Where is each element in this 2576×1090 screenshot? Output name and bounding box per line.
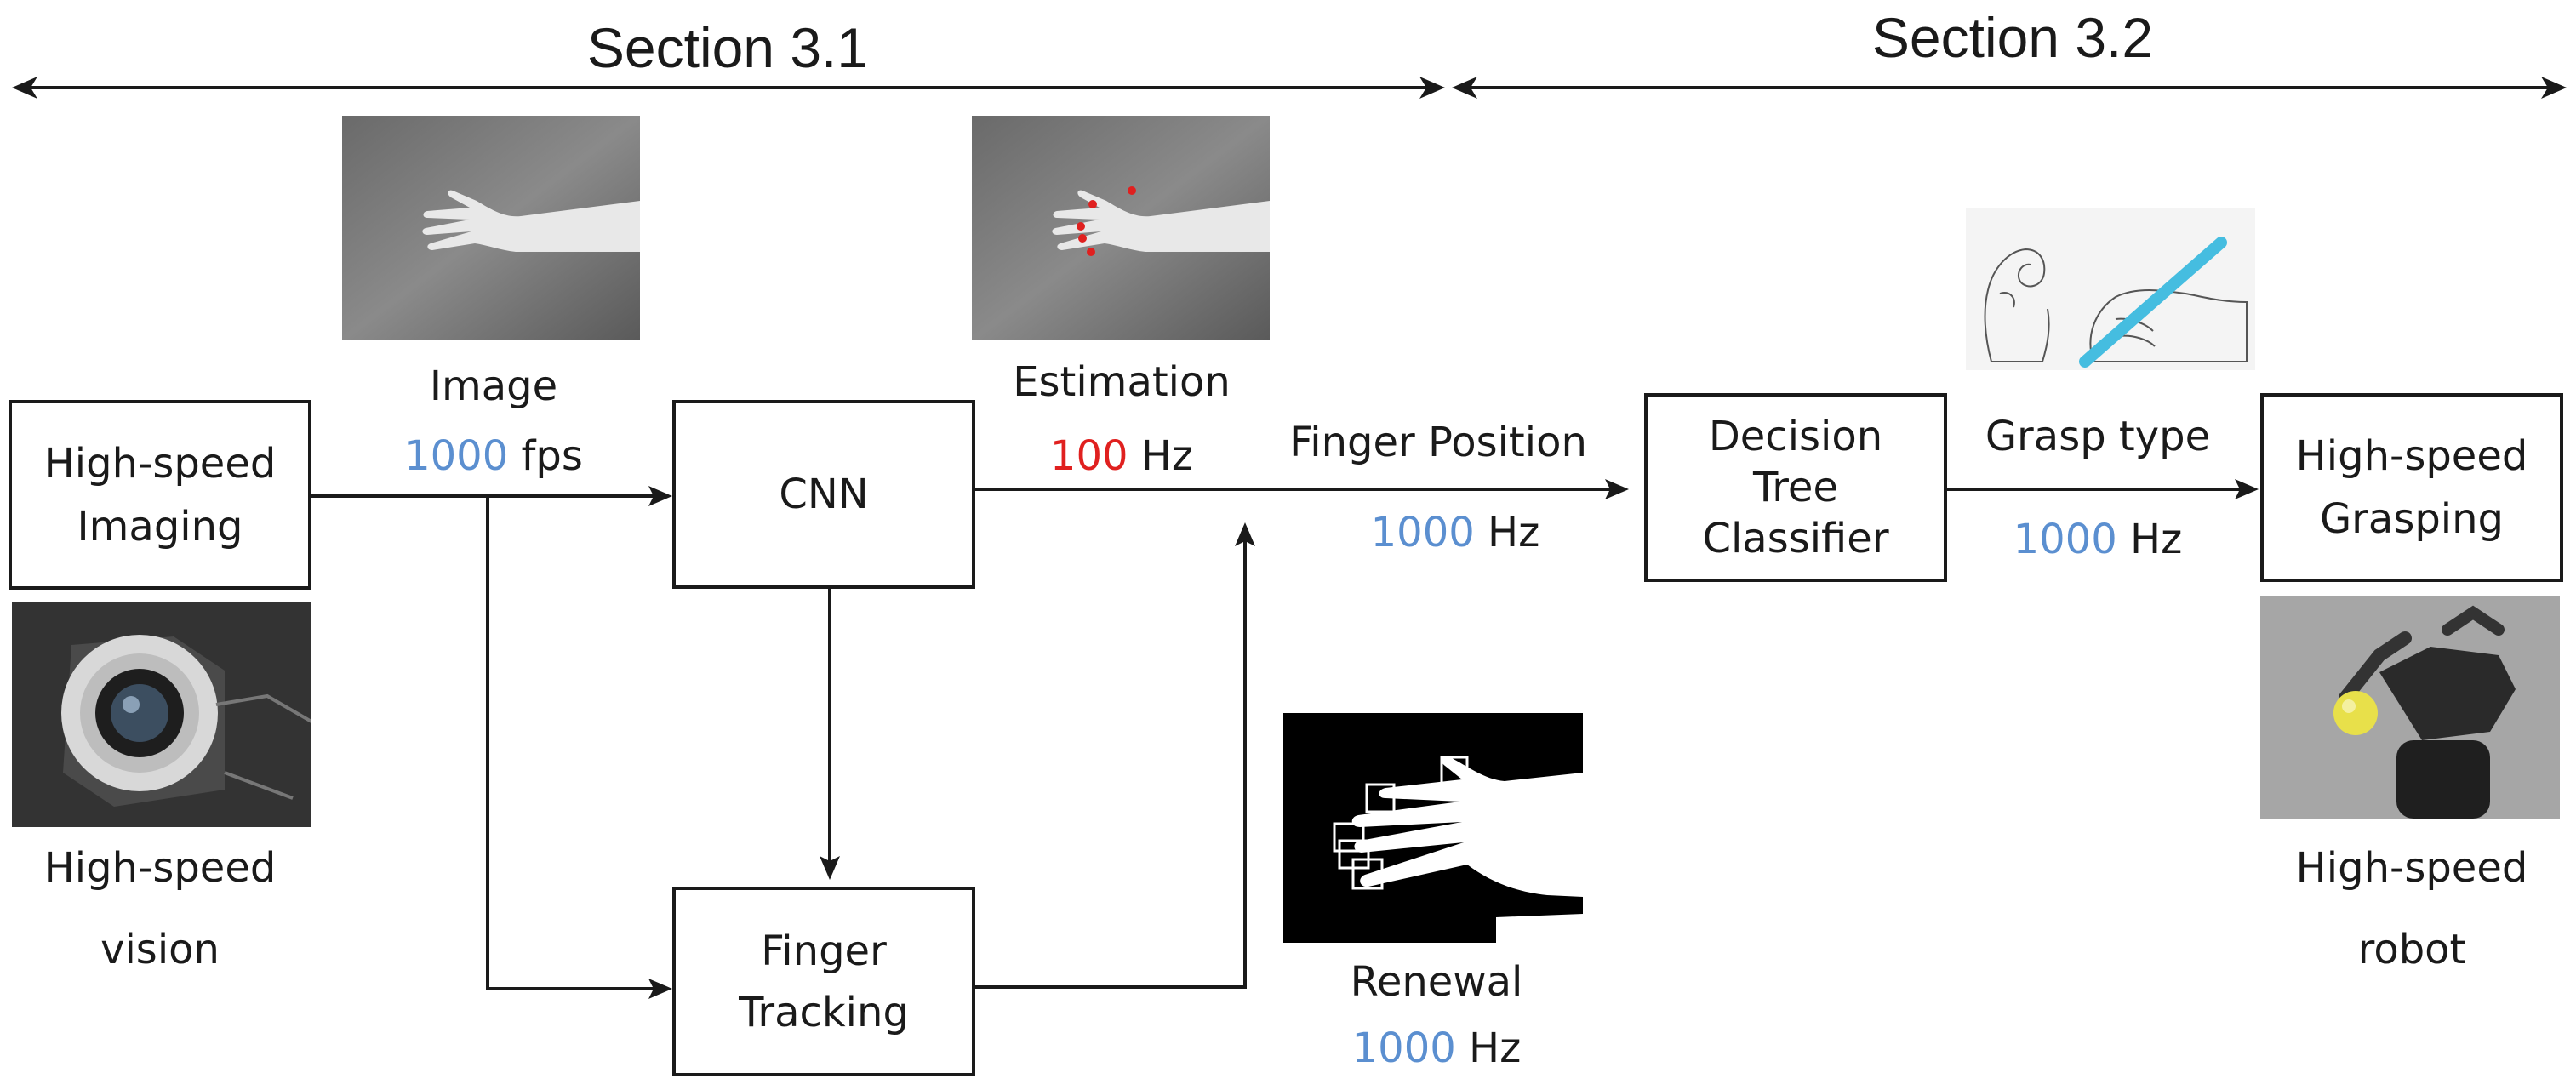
section-3-1-label: Section 3.1 <box>586 16 869 79</box>
estimation-rate-label: 100 Hz <box>994 431 1249 482</box>
renewal-rate-label: 1000 Hz <box>1309 1023 1564 1074</box>
renewal-binary-image <box>1283 713 1583 943</box>
tracking-line-2: Tracking <box>739 988 909 1036</box>
hand-image-photo <box>342 116 640 340</box>
finger-position-rate-label: 1000 Hz <box>1328 507 1583 558</box>
renewal-rate-value: 1000 <box>1351 1024 1456 1072</box>
renewal-label: Renewal <box>1350 958 1523 1006</box>
estimation-rate-unit: Hz <box>1128 432 1194 480</box>
robot-line-1: High-speed <box>2295 844 2528 892</box>
high-speed-vision-label: High-speed vision <box>9 842 311 975</box>
imaging-line-1: High-speed <box>43 439 277 488</box>
fp-rate-unit: Hz <box>1474 509 1540 556</box>
image-label: Image <box>429 362 558 410</box>
fp-rate-value: 1000 <box>1370 509 1475 556</box>
classifier-line-1: Decision <box>1708 413 1883 460</box>
cnn-label: CNN <box>779 471 869 518</box>
renewal-rate-unit: Hz <box>1455 1024 1522 1072</box>
grasp-type-rate-label: 1000 Hz <box>1966 514 2230 565</box>
high-speed-robot-photo <box>2260 596 2560 819</box>
image-rate-value: 1000 <box>404 432 509 480</box>
gt-rate-value: 1000 <box>2013 516 2117 563</box>
arrow-imaging-to-tracking <box>486 496 660 990</box>
grasping-line-2: Grasping <box>2319 495 2505 543</box>
tracking-line-1: Finger <box>761 927 887 975</box>
grasp-type-sketch <box>1966 208 2255 370</box>
robot-line-2: robot <box>2357 926 2466 973</box>
imaging-line-2: Imaging <box>77 502 243 551</box>
classifier-line-2: Tree <box>1752 464 1838 511</box>
gt-rate-unit: Hz <box>2116 516 2183 563</box>
high-speed-camera-photo <box>12 602 311 827</box>
grasping-line-1: High-speed <box>2295 432 2528 480</box>
cnn-box: CNN <box>672 400 975 589</box>
estimation-rate-value: 100 <box>1049 432 1128 480</box>
estimation-label: Estimation <box>1013 358 1231 406</box>
section-3-2-label: Section 3.2 <box>1871 6 2154 69</box>
arrow-tracking-to-finger-position <box>975 534 1247 989</box>
hand-estimation-photo <box>972 116 1270 340</box>
finger-position-label: Finger Position <box>1289 419 1587 466</box>
image-rate-unit: fps <box>508 432 583 480</box>
high-speed-robot-label: High-speed robot <box>2260 842 2563 975</box>
image-rate-label: 1000 fps <box>366 431 621 482</box>
vision-line-1: High-speed <box>43 844 277 892</box>
grasp-type-label: Grasp type <box>1985 413 2211 460</box>
classifier-line-3: Classifier <box>1702 515 1889 562</box>
vision-line-2: vision <box>100 926 220 973</box>
